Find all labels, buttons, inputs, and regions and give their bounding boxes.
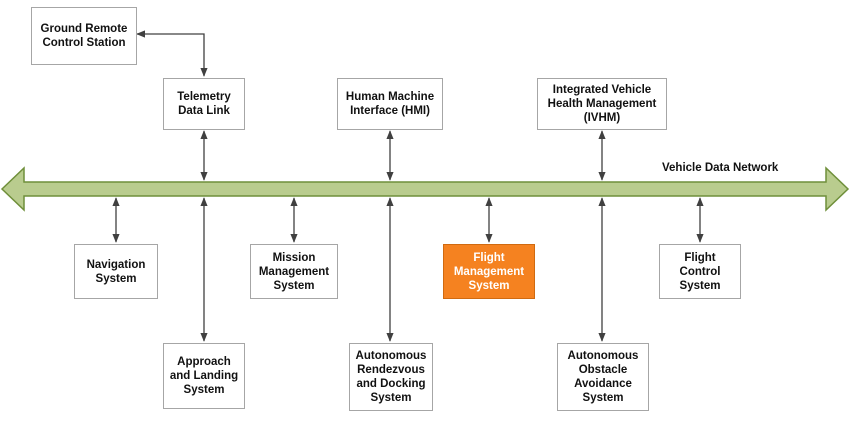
ivhm-box: Integrated Vehicle Health Management (IV… (537, 78, 667, 130)
navigation-system-box: Navigation System (74, 244, 158, 299)
vehicle-data-network-bar (0, 166, 850, 212)
hmi-box: Human Machine Interface (HMI) (337, 78, 443, 130)
autonomous-rendezvous-docking-box: Autonomous Rendezvous and Docking System (349, 343, 433, 411)
flight-management-system-box: Flight Management System (443, 244, 535, 299)
mission-management-system-box: Mission Management System (250, 244, 338, 299)
vehicle-data-network-label: Vehicle Data Network (662, 162, 779, 174)
telemetry-data-link-box: Telemetry Data Link (163, 78, 245, 130)
autonomous-obstacle-avoidance-box: Autonomous Obstacle Avoidance System (557, 343, 649, 411)
flight-control-system-box: Flight Control System (659, 244, 741, 299)
approach-landing-system-box: Approach and Landing System (163, 343, 245, 409)
ground-remote-control-station-box: Ground Remote Control Station (31, 7, 137, 65)
connector-ground-telemetry (136, 30, 208, 77)
